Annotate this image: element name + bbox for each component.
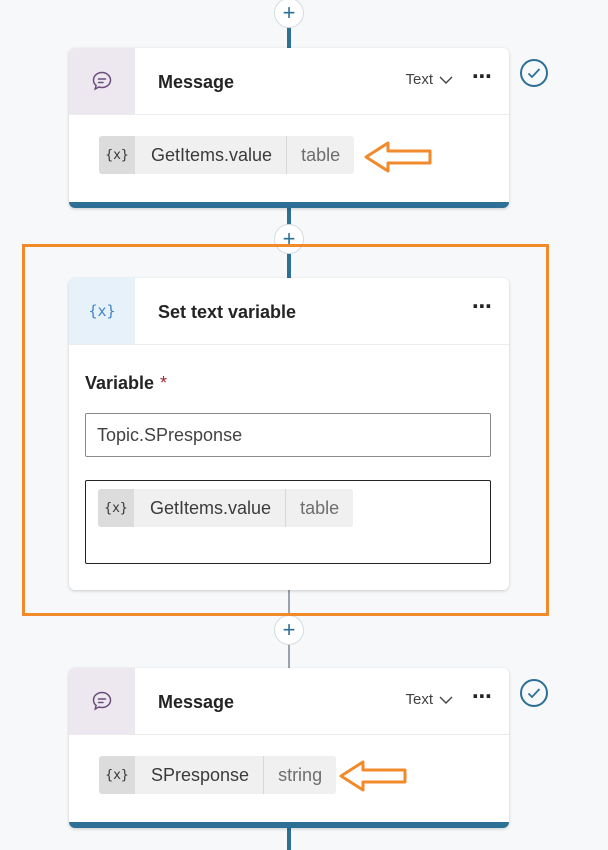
variable-token[interactable]: {x} GetItems.value table — [99, 136, 355, 174]
node-title: Message — [158, 692, 235, 712]
value-input[interactable]: {x} GetItems.value table — [85, 480, 491, 564]
variable-icon: {x} — [99, 756, 135, 794]
variable-name: SPresponse — [151, 764, 250, 785]
chevron-down-icon — [439, 76, 453, 84]
chevron-down-icon — [439, 696, 453, 704]
annotation-arrow — [364, 141, 432, 173]
message-type-dropdown[interactable]: Text — [405, 691, 453, 708]
highlight-annotation-box — [22, 244, 549, 616]
variable-type: table — [285, 489, 353, 527]
variable-icon: {x} — [99, 136, 135, 174]
message-node[interactable]: Message Text ⋯ {x} GetItems.value table — [69, 48, 509, 208]
variable-name: GetItems.value — [150, 497, 272, 518]
add-step-button[interactable]: + — [274, 615, 304, 645]
message-node-header: Message Text ⋯ — [69, 48, 509, 115]
checkmark-icon — [520, 679, 548, 707]
flow-connector — [287, 826, 291, 850]
variable-type: table — [286, 136, 354, 174]
variable-token[interactable]: {x} SPresponse string — [99, 756, 337, 794]
more-options-button[interactable]: ⋯ — [472, 686, 493, 708]
variable-name: GetItems.value — [151, 144, 273, 165]
more-options-button[interactable]: ⋯ — [472, 66, 493, 88]
node-accent-bar — [69, 202, 509, 208]
node-accent-bar — [69, 822, 509, 828]
variable-select-input[interactable]: Topic.SPresponse — [85, 413, 491, 457]
message-type-value: Text — [405, 71, 433, 88]
chat-bubble-icon — [69, 668, 135, 734]
message-type-dropdown[interactable]: Text — [405, 71, 453, 88]
add-step-button[interactable]: + — [274, 0, 304, 28]
variable-icon: {x} — [98, 489, 134, 527]
add-step-button[interactable]: + — [274, 224, 304, 254]
message-node[interactable]: Message Text ⋯ {x} SPresponse string — [69, 668, 509, 828]
node-title: Set text variable — [158, 302, 297, 322]
variable-token[interactable]: {x} GetItems.value table — [98, 489, 354, 527]
node-title: Message — [158, 72, 235, 92]
annotation-arrow — [339, 760, 407, 792]
message-type-value: Text — [405, 691, 433, 708]
required-marker: * — [160, 373, 168, 393]
more-options-button[interactable]: ⋯ — [472, 296, 493, 318]
checkmark-icon — [520, 59, 548, 87]
variable-label-text: Variable — [85, 373, 155, 393]
set-text-variable-node[interactable]: {x} Set text variable ⋯ Variable* Topic.… — [69, 278, 509, 590]
variable-icon: {x} — [69, 278, 135, 344]
set-variable-node-header: {x} Set text variable ⋯ — [69, 278, 509, 345]
chat-bubble-icon — [69, 48, 135, 114]
variable-type: string — [263, 756, 336, 794]
message-node-header: Message Text ⋯ — [69, 668, 509, 735]
variable-label: Variable* — [85, 373, 167, 394]
